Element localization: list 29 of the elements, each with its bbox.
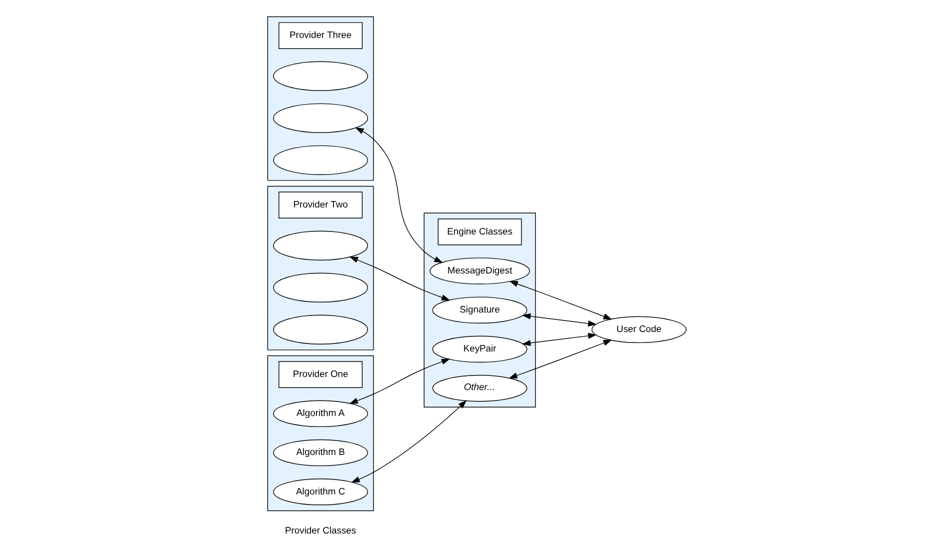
node-box: Provider Two bbox=[278, 192, 362, 218]
node-ellipse bbox=[272, 145, 368, 176]
arrow bbox=[508, 281, 612, 320]
node-ellipse: Algorithm C bbox=[272, 478, 368, 506]
node-ellipse bbox=[272, 230, 368, 260]
node-box: Engine Classes bbox=[437, 218, 522, 246]
node-ellipse bbox=[272, 314, 368, 344]
node-ellipse: Algorithm A bbox=[272, 400, 368, 428]
node-ellipse: Other... bbox=[432, 374, 527, 402]
arrow bbox=[521, 332, 596, 346]
node-ellipse: User Code bbox=[591, 316, 686, 344]
node-ellipse: MessageDigest bbox=[429, 258, 530, 284]
arrow bbox=[521, 313, 596, 326]
node-ellipse: KeyPair bbox=[432, 336, 527, 363]
arrow bbox=[508, 340, 612, 378]
cluster bbox=[266, 355, 374, 512]
node-box: Provider Three bbox=[278, 22, 362, 49]
arrow bbox=[348, 358, 450, 404]
node-ellipse bbox=[272, 272, 368, 302]
node-ellipse: Algorithm B bbox=[272, 439, 368, 466]
cluster bbox=[266, 186, 374, 350]
node-ellipse bbox=[272, 61, 368, 91]
arrow bbox=[354, 127, 442, 263]
cluster bbox=[266, 16, 374, 181]
arrow bbox=[350, 400, 466, 483]
arrow bbox=[348, 256, 450, 300]
node-box: Provider One bbox=[278, 361, 362, 388]
label: Provider Classes bbox=[284, 524, 356, 536]
node-ellipse: Signature bbox=[432, 296, 527, 324]
